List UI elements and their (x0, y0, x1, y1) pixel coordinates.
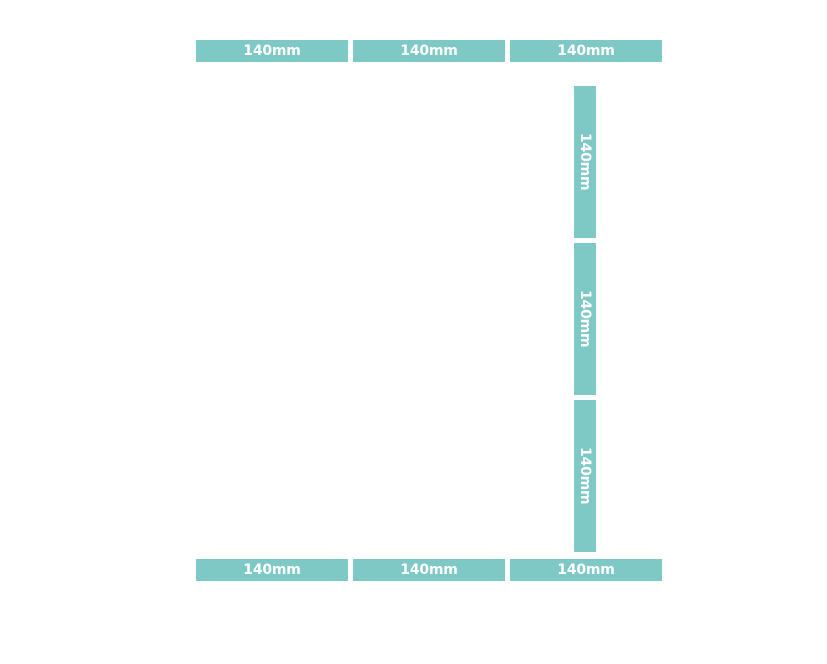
side-fan-slot-2-label: 140mm (577, 290, 593, 348)
side-fan-slot-1: 140mm (574, 86, 596, 238)
bottom-fan-slot-2-label: 140mm (400, 562, 458, 578)
bottom-fan-slot-3-label: 140mm (557, 562, 615, 578)
top-fan-slot-1-label: 140mm (243, 43, 301, 59)
top-fan-slot-1: 140mm (196, 40, 348, 62)
top-fan-slot-2-label: 140mm (400, 43, 458, 59)
bottom-fan-slot-1: 140mm (196, 559, 348, 581)
bottom-fan-slot-3: 140mm (510, 559, 662, 581)
side-fan-slot-1-label: 140mm (577, 133, 593, 191)
side-fan-slot-3-label: 140mm (577, 447, 593, 505)
side-fan-slot-3: 140mm (574, 400, 596, 552)
top-fan-slot-2: 140mm (353, 40, 505, 62)
bottom-fan-slot-1-label: 140mm (243, 562, 301, 578)
top-fan-slot-3-label: 140mm (557, 43, 615, 59)
side-fan-slot-2: 140mm (574, 243, 596, 395)
bottom-fan-slot-2: 140mm (353, 559, 505, 581)
top-fan-slot-3: 140mm (510, 40, 662, 62)
